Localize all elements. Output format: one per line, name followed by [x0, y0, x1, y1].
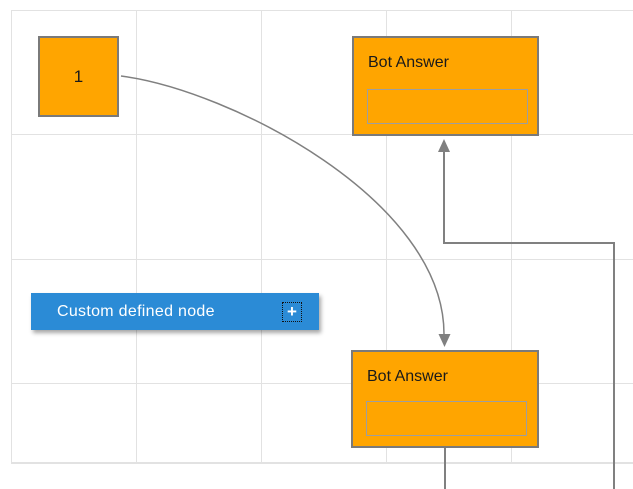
bot-answer-label: Bot Answer	[367, 368, 448, 385]
bot-answer-input[interactable]	[367, 89, 528, 124]
grid-lines	[11, 10, 633, 464]
elbow-connector[interactable]	[438, 139, 615, 489]
bot-answer-label: Bot Answer	[368, 54, 449, 71]
node-bot-answer-bottom[interactable]: Bot Answer	[351, 350, 539, 448]
node-start[interactable]: 1	[38, 36, 119, 117]
arrow-up-icon	[438, 139, 450, 152]
node-custom-defined[interactable]: Custom defined node +	[31, 293, 319, 330]
node-start-label: 1	[73, 66, 84, 86]
add-node-button[interactable]: +	[282, 302, 302, 322]
plus-icon: +	[287, 302, 297, 321]
custom-node-label: Custom defined node	[57, 302, 215, 320]
curve-connector[interactable]	[120, 75, 451, 347]
node-bot-answer-top[interactable]: Bot Answer	[352, 36, 539, 136]
bot-answer-input[interactable]	[366, 401, 527, 436]
arrow-down-icon	[438, 334, 451, 347]
